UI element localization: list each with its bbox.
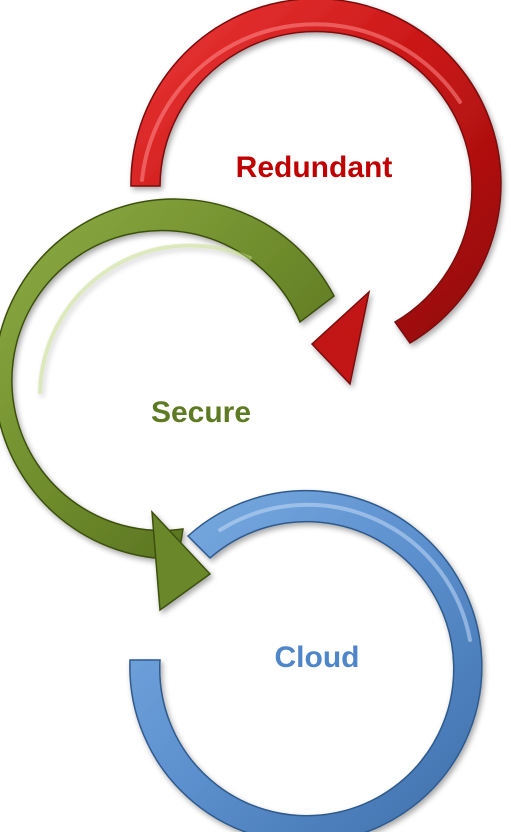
secure-arrowhead-icon	[151, 509, 212, 612]
cloud-ring	[129, 489, 483, 832]
cloud-label: Cloud	[275, 641, 360, 674]
redundant-arrowhead-icon	[310, 289, 371, 386]
redundant-label: Redundant	[236, 151, 393, 184]
secure-label: Secure	[151, 396, 251, 429]
cloud-ring-band	[129, 489, 483, 832]
redundant-ring-band	[130, 0, 502, 344]
redundant-ring	[130, 0, 502, 386]
secure-ring	[0, 198, 335, 612]
